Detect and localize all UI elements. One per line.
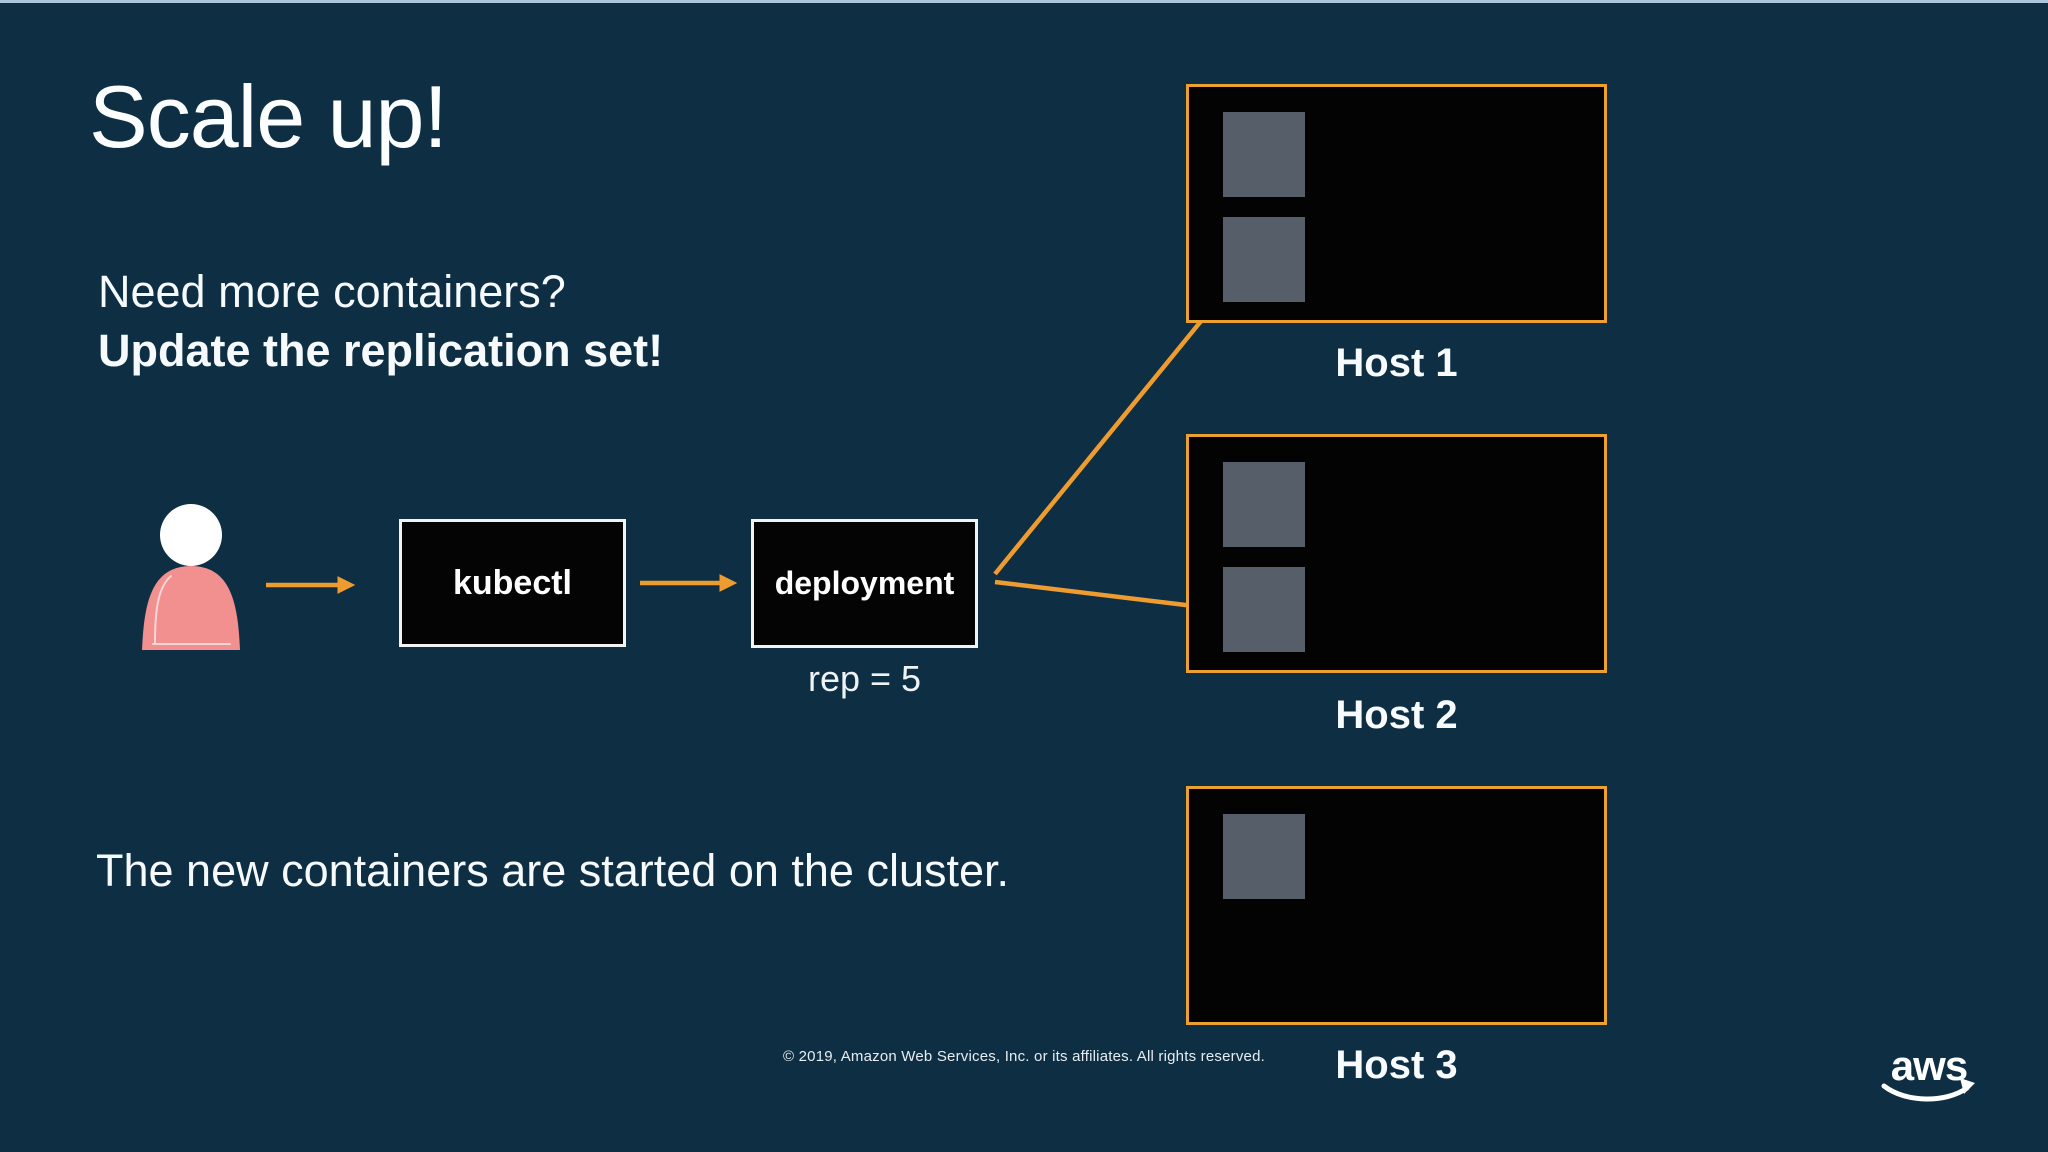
slide-title: Scale up! [89, 67, 448, 166]
aws-smile-swoosh [1881, 1083, 1970, 1102]
kubectl-node: kubectl [399, 519, 626, 647]
host-3-label: Host 3 [1335, 1043, 1458, 1087]
replica-annotation: rep = 5 [807, 658, 922, 699]
user-torso-highlight [154, 575, 172, 644]
container-square [1223, 567, 1305, 652]
aws-logo: aws [1881, 1042, 1975, 1102]
host-1-label: Host 1 [1335, 341, 1458, 385]
user-torso [142, 566, 240, 650]
arrow-deployment-to-host2 [994, 579, 1218, 616]
slide-subtitle: Need more containers? Update the replica… [98, 262, 663, 380]
kubectl-label: kubectl [452, 563, 573, 602]
host-3-box [1186, 786, 1607, 1025]
user-icon [142, 504, 240, 650]
host-1-box [1186, 84, 1607, 323]
container-square [1223, 112, 1305, 197]
subtitle-line-2: Update the replication set! [98, 325, 664, 376]
container-square [1223, 462, 1305, 547]
container-square [1223, 217, 1305, 302]
aws-logo-text: aws [1891, 1042, 1967, 1089]
deployment-node: deployment [751, 519, 978, 648]
host-2-label: Host 2 [1335, 693, 1458, 737]
deployment-label: deployment [774, 565, 955, 601]
container-square [1223, 814, 1305, 899]
host-2-box [1186, 434, 1607, 673]
aws-smile-arrow-tip [1960, 1078, 1975, 1094]
copyright-text: © 2019, Amazon Web Services, Inc. or its… [783, 1048, 1265, 1065]
arrow-deployment-to-host1 [993, 303, 1216, 576]
subtitle-line-1: Need more containers? [98, 266, 566, 317]
body-text: The new containers are started on the cl… [96, 845, 1010, 896]
user-head [160, 504, 222, 566]
top-edge-line [0, 0, 2048, 3]
